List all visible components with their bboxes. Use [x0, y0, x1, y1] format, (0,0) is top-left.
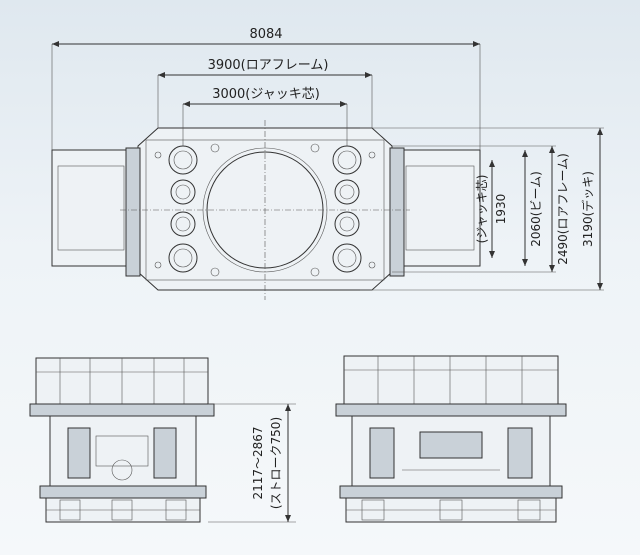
dim-stroke: (ストローク750) — [269, 417, 283, 509]
dim-jack-center-depth-value: 1930 — [494, 194, 508, 225]
side-elevation-left — [29, 357, 215, 523]
dim-height-range: 2117〜2867 — [251, 426, 265, 499]
plan-view: 8084 3900(ロアフレーム) 3000(ジャッキ芯) (ジャッキ芯) 19… — [51, 27, 604, 300]
dim-lower-frame-width: 3900(ロアフレーム) — [208, 58, 329, 73]
dim-beam-depth: 2060(ビーム) — [529, 171, 543, 247]
dim-lower-frame-depth: 2490(ロアフレーム) — [556, 153, 570, 265]
dim-jack-center-width: 3000(ジャッキ芯) — [212, 87, 320, 102]
dim-deck-depth: 3190(デッキ) — [580, 171, 595, 247]
dim-jack-center-depth-label: (ジャッキ芯) — [475, 175, 489, 244]
front-elevation-right — [335, 355, 567, 523]
height-dimension: 2117〜2867 (ストローク750) — [208, 403, 296, 523]
dim-overall-width: 8084 — [249, 27, 282, 42]
left-beam — [51, 149, 131, 267]
right-beam — [399, 149, 481, 267]
jack-group-right — [332, 145, 362, 273]
jack-group-left — [168, 145, 198, 273]
